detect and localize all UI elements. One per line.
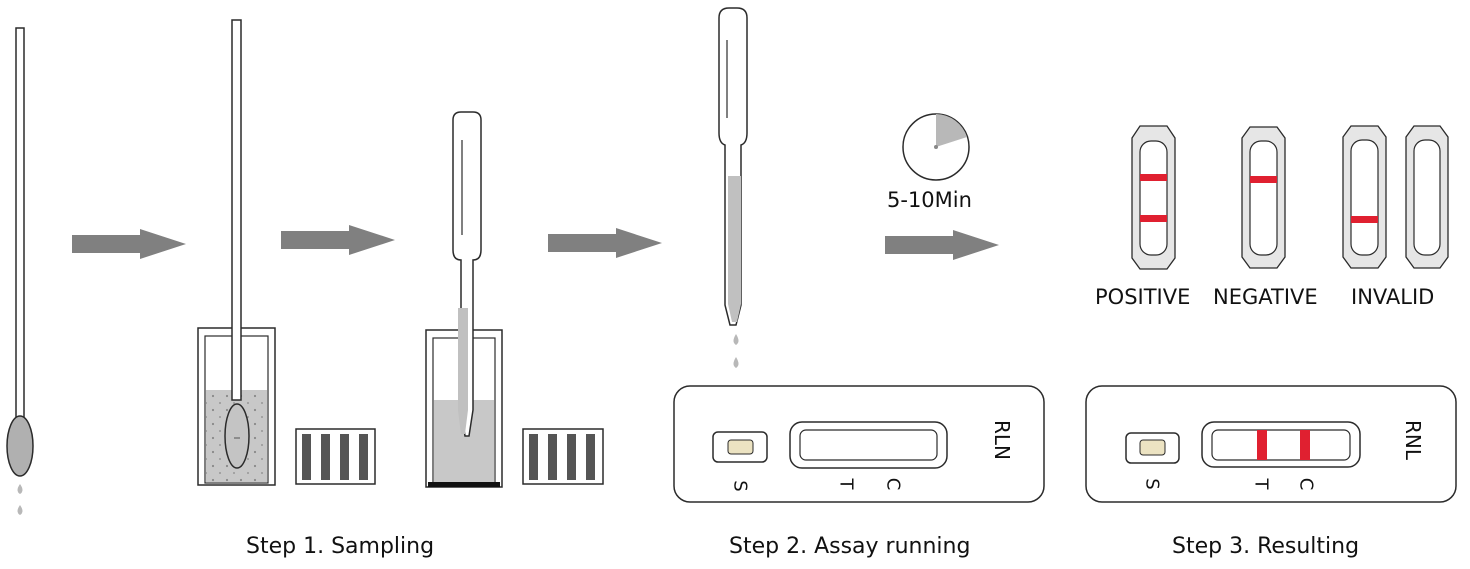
cassette3-c-label: C	[1296, 478, 1317, 491]
cassette2-c-label: C	[883, 478, 904, 491]
arrow-icon	[281, 225, 395, 255]
dropper-icon	[718, 7, 748, 368]
extraction-tube-with-swab-icon	[197, 19, 276, 486]
swab-icon	[6, 27, 34, 515]
step2-caption: Step 2. Assay running	[729, 534, 971, 559]
invalid-strip-blank-icon	[1405, 125, 1449, 269]
cassette3-s-label: S	[1142, 478, 1163, 489]
test-cassette-step3	[1085, 385, 1457, 503]
comb-rack-icon	[522, 428, 604, 485]
extraction-tube-with-dropper-icon	[425, 111, 503, 488]
step1-caption: Step 1. Sampling	[246, 534, 435, 559]
timer-icon	[902, 113, 970, 181]
invalid-strip-icon	[1342, 125, 1387, 269]
result-positive-label: POSITIVE	[1095, 285, 1191, 309]
timer-label: 5-10Min	[887, 188, 972, 212]
cassette2-s-label: S	[730, 480, 751, 491]
arrow-icon	[885, 230, 999, 260]
test-cassette-step2	[673, 385, 1045, 503]
positive-strip-icon	[1131, 125, 1176, 270]
result-negative-label: NEGATIVE	[1213, 285, 1318, 309]
arrow-icon	[72, 229, 186, 259]
cassette2-t-label: T	[836, 478, 857, 491]
cassette3-t-label: T	[1251, 478, 1272, 491]
comb-rack-icon	[295, 428, 376, 485]
negative-strip-icon	[1241, 126, 1286, 269]
arrow-icon	[548, 228, 662, 258]
cassette2-brand-label: RLN	[990, 420, 1014, 460]
result-invalid-label: INVALID	[1351, 285, 1435, 309]
step3-caption: Step 3. Resulting	[1172, 534, 1360, 559]
cassette3-brand-label: RNL	[1401, 420, 1425, 461]
